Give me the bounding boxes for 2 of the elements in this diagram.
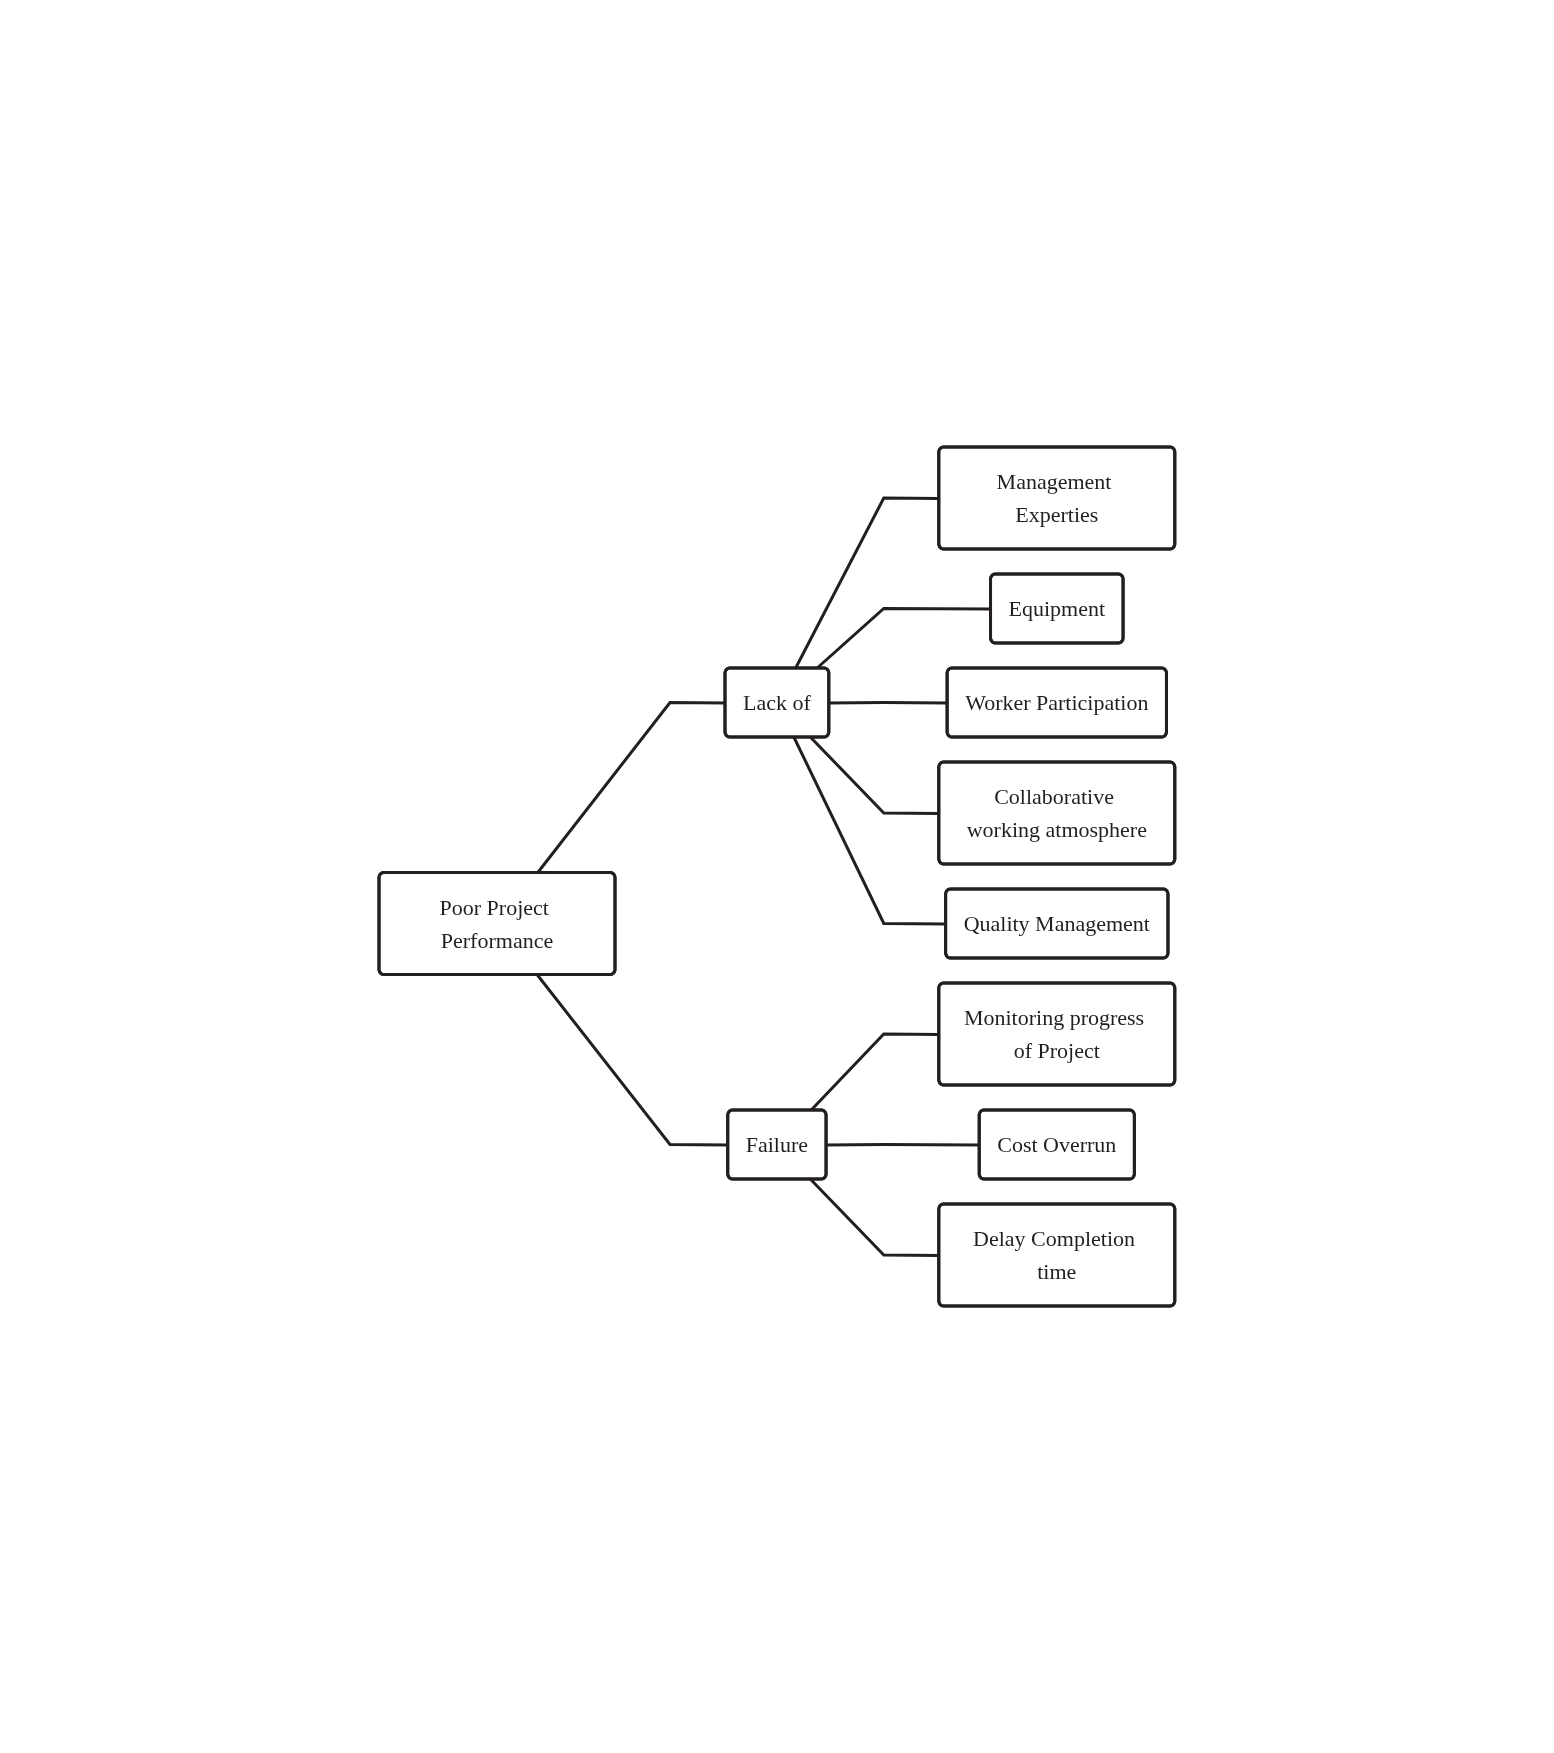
connector — [826, 1143, 980, 1147]
connector — [829, 701, 948, 705]
